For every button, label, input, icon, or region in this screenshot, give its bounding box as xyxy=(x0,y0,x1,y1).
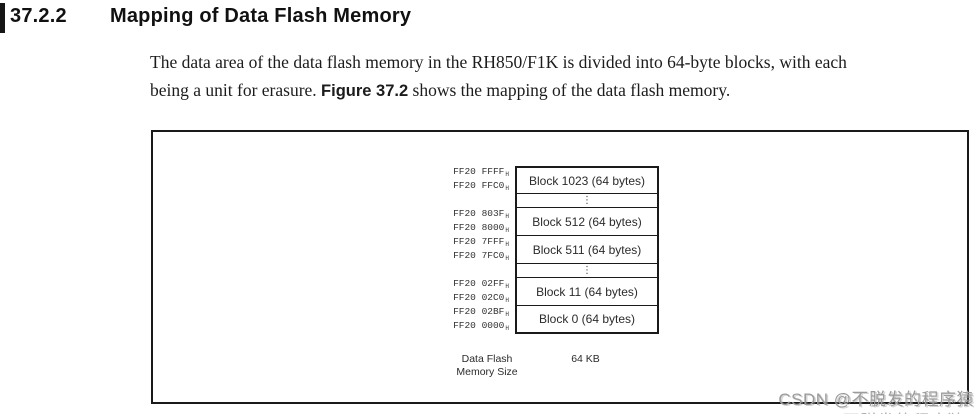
vertical-ellipsis-icon: ⋮ xyxy=(582,194,592,206)
figure-reference: Figure 37.2 xyxy=(321,82,409,100)
memory-block-row: FF20 FFFFH FF20 FFC0H Block 1023 (64 byt… xyxy=(414,166,659,194)
csdn-watermark-cropped-copy: CSDN @不脱发的程序猿 xyxy=(769,407,965,414)
block-label: Block 512 (64 bytes) xyxy=(532,214,642,229)
memory-block-row: FF20 02BFH FF20 0000H Block 0 (64 bytes) xyxy=(414,306,659,334)
scan-artifact-bar xyxy=(0,3,5,33)
block-label: Block 11 (64 bytes) xyxy=(536,284,638,299)
ellipsis-row: ⋮ xyxy=(414,194,659,208)
block-label: Block 0 (64 bytes) xyxy=(538,312,636,326)
memory-block-cell: Block 0 (64 bytes) xyxy=(515,306,659,334)
paragraph-line-2-text: being a unit for erasure. xyxy=(150,80,322,100)
address-high: FF20 02BF xyxy=(453,306,505,317)
body-paragraph: The data area of the data flash memory i… xyxy=(150,48,960,105)
memory-size-value: 64 KB xyxy=(571,353,600,365)
hex-subscript: H xyxy=(505,255,509,262)
paragraph-line-2: being a unit for erasure. Figure 37.2 sh… xyxy=(150,76,960,105)
hex-subscript: H xyxy=(505,241,509,248)
memory-block-cell: Block 512 (64 bytes) xyxy=(515,208,659,236)
hex-subscript: H xyxy=(505,213,509,220)
memory-block-cell: Block 11 (64 bytes) xyxy=(515,278,659,306)
block-address-pair: FF20 FFFFH FF20 FFC0H xyxy=(414,166,515,194)
memory-block-row: FF20 7FFFH FF20 7FC0H Block 511 (64 byte… xyxy=(414,236,659,264)
block-address-pair: FF20 803FH FF20 8000H xyxy=(414,208,515,236)
block-address-pair: FF20 02BFH FF20 0000H xyxy=(414,306,515,334)
address-high-line: FF20 803FH xyxy=(453,208,509,222)
address-low-line: FF20 7FC0H xyxy=(453,250,509,264)
address-low: FF20 02C0 xyxy=(453,292,505,303)
address-low-line: FF20 FFC0H xyxy=(453,180,509,194)
section-title: Mapping of Data Flash Memory xyxy=(110,5,412,27)
memory-map-diagram: FF20 FFFFH FF20 FFC0H Block 1023 (64 byt… xyxy=(414,166,659,334)
block-label: Block 511 (64 bytes) xyxy=(532,242,642,257)
hex-subscript: H xyxy=(505,325,509,332)
address-high: FF20 803F xyxy=(453,208,505,219)
paragraph-line-1: The data area of the data flash memory i… xyxy=(150,52,847,72)
section-number: 37.2.2 xyxy=(10,5,67,27)
memory-size-axis-label-line1: Data Flash xyxy=(461,353,513,365)
address-high: FF20 02FF xyxy=(453,278,505,289)
hex-subscript: H xyxy=(505,227,509,234)
address-low: FF20 8000 xyxy=(453,222,505,233)
ellipsis-row-spacer xyxy=(414,194,515,208)
figure-frame: FF20 FFFFH FF20 FFC0H Block 1023 (64 byt… xyxy=(151,130,969,404)
vertical-ellipsis-icon: ⋮ xyxy=(582,264,592,276)
ellipsis-row: ⋮ xyxy=(414,264,659,278)
memory-size-axis-label-line2: Memory Size xyxy=(456,365,518,378)
address-low: FF20 0000 xyxy=(453,320,505,331)
address-high-line: FF20 02FFH xyxy=(453,278,509,292)
ellipsis-cell: ⋮ xyxy=(515,264,659,278)
memory-size-axis-label: Data Flash Memory Size xyxy=(432,353,542,378)
block-label: Block 1023 (64 bytes) xyxy=(528,173,646,188)
address-low: FF20 7FC0 xyxy=(453,250,505,261)
block-address-pair: FF20 7FFFH FF20 7FC0H xyxy=(414,236,515,264)
memory-block-row: FF20 02FFH FF20 02C0H Block 11 (64 bytes… xyxy=(414,278,659,306)
hex-subscript: H xyxy=(505,297,509,304)
address-high: FF20 7FFF xyxy=(453,236,505,247)
memory-block-cell: Block 511 (64 bytes) xyxy=(515,236,659,264)
address-high-line: FF20 FFFFH xyxy=(453,166,509,180)
address-low-line: FF20 8000H xyxy=(453,222,509,236)
hex-subscript: H xyxy=(505,171,509,178)
hex-subscript: H xyxy=(505,283,509,290)
ellipsis-cell: ⋮ xyxy=(515,194,659,208)
ellipsis-row-spacer xyxy=(414,264,515,278)
hex-subscript: H xyxy=(505,185,509,192)
address-low-line: FF20 02C0H xyxy=(453,292,509,306)
paragraph-line-2-tail: shows the mapping of the data flash memo… xyxy=(408,80,731,100)
memory-block-cell: Block 1023 (64 bytes) xyxy=(515,166,659,194)
address-high-line: FF20 02BFH xyxy=(453,306,509,320)
block-address-pair: FF20 02FFH FF20 02C0H xyxy=(414,278,515,306)
address-low: FF20 FFC0 xyxy=(453,180,505,191)
address-low-line: FF20 0000H xyxy=(453,320,509,334)
hex-subscript: H xyxy=(505,311,509,318)
csdn-watermark: CSDN @不脱发的程序猿 xyxy=(778,390,974,409)
address-high-line: FF20 7FFFH xyxy=(453,236,509,250)
memory-block-row: FF20 803FH FF20 8000H Block 512 (64 byte… xyxy=(414,208,659,236)
address-high: FF20 FFFF xyxy=(453,166,505,177)
